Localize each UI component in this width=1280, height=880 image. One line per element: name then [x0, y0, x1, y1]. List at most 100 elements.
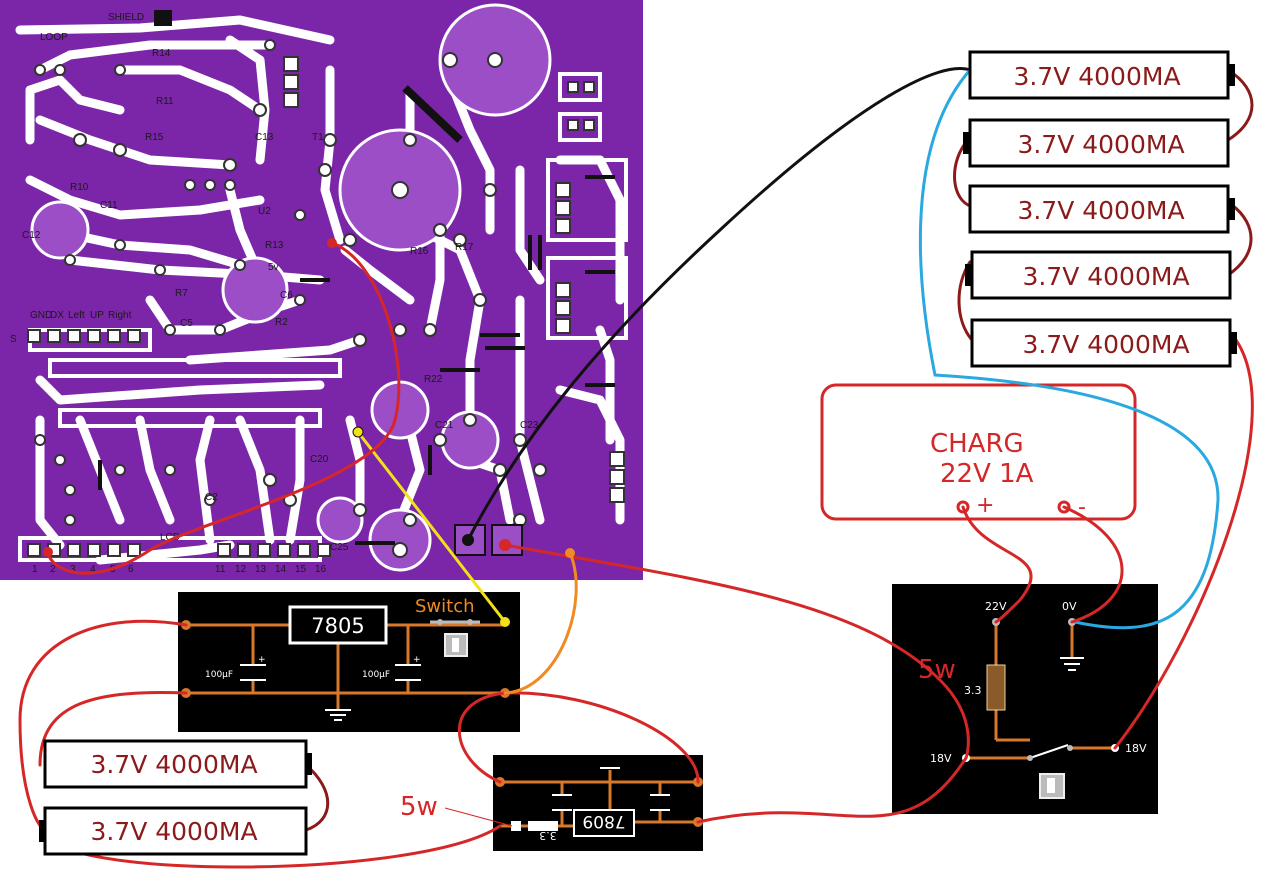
chip-7809	[573, 809, 635, 837]
svg-text:6: 6	[128, 564, 134, 575]
wire-7805-to-batt	[18, 619, 188, 832]
svg-text:U2: U2	[258, 206, 271, 217]
battery-6: 3.7V 4000MA	[43, 739, 312, 789]
charger-rating: 22V 1A	[940, 459, 1034, 489]
svg-text:R15: R15	[145, 132, 164, 143]
regulator-7805-board: 7805 100µF 100µF + + Switch	[178, 592, 520, 732]
svg-text:T1: T1	[312, 132, 324, 143]
chip-7805-label: 7805	[311, 614, 364, 638]
wire-orange	[503, 551, 578, 695]
pcb-pads	[34, 39, 547, 558]
svg-text:14: 14	[275, 564, 287, 575]
charger-plus: +	[976, 493, 994, 518]
cap-right-label: 100µF	[362, 670, 390, 680]
svg-text:+: +	[413, 655, 421, 665]
battery-2-label: 3.7V 4000MA	[1017, 130, 1184, 159]
svg-text:Left: Left	[68, 310, 85, 321]
wire-18v-to-7809	[696, 756, 968, 824]
power-7809-label: 5w	[400, 792, 438, 822]
battery-3-label: 3.7V 4000MA	[1017, 196, 1184, 225]
regulator-7809-board: 7809 3.3	[493, 755, 703, 851]
svg-text:C2: C2	[205, 492, 218, 503]
svg-text:C25: C25	[330, 542, 349, 553]
svg-text:GND: GND	[30, 310, 52, 321]
wire-7809-loop	[457, 691, 507, 784]
wire-black-to-pcb	[466, 67, 972, 542]
chip-7809-label: 7809	[582, 811, 625, 831]
pcb-board: SHIELD LOOP R14 R11 R15 R10 C11 C12 R7 C…	[0, 0, 643, 580]
svg-text:5v: 5v	[268, 262, 279, 273]
battery-7-label: 3.7V 4000MA	[90, 817, 257, 846]
svg-text:R10: R10	[70, 182, 89, 193]
svg-text:C5: C5	[180, 318, 193, 329]
svg-text:C21: C21	[435, 420, 454, 431]
svg-text:C23: C23	[520, 420, 539, 431]
chip-7805	[288, 605, 388, 645]
svg-text:Right: Right	[108, 310, 132, 321]
wire-charger-minus	[1062, 505, 1124, 624]
wire-battery-chain-3	[1226, 203, 1253, 277]
v0-label: 0V	[1062, 600, 1077, 613]
svg-text:LCD: LCD	[160, 532, 180, 543]
battery-1: 3.7V 4000MA	[968, 50, 1235, 100]
v18-right-label: 18V	[1125, 742, 1147, 755]
pcb-ic-rows	[27, 56, 625, 557]
resistor-7809-label: 3.3	[539, 829, 557, 842]
svg-text:3: 3	[70, 564, 76, 575]
svg-text:13: 13	[255, 564, 267, 575]
resistor-charge-label: 3.3	[964, 684, 982, 697]
wire-charger-plus	[961, 505, 1033, 624]
svg-text:2: 2	[50, 564, 56, 575]
svg-text:4: 4	[90, 564, 96, 575]
svg-text:LOOP: LOOP	[40, 32, 68, 43]
battery-3: 3.7V 4000MA	[968, 184, 1235, 234]
battery-5: 3.7V 4000MA	[970, 318, 1237, 368]
wire-pcb-to-18v	[503, 543, 970, 760]
svg-text:R13: R13	[265, 240, 284, 251]
svg-text:R22: R22	[424, 374, 443, 385]
battery-4: 3.7V 4000MA	[965, 250, 1232, 300]
svg-text:C13: C13	[255, 132, 274, 143]
svg-text:1: 1	[32, 564, 38, 575]
svg-text:R17: R17	[455, 242, 474, 253]
wire-batt-chain-left	[304, 763, 330, 832]
wire-pcb-5v	[46, 241, 401, 575]
charger-minus: -	[1078, 495, 1086, 520]
svg-text:15: 15	[295, 564, 307, 575]
battery-2: 3.7V 4000MA	[963, 118, 1230, 168]
pcb-jumpers	[98, 85, 615, 545]
resistor-7809	[528, 821, 558, 831]
wire-battery-chain-1	[1226, 68, 1254, 142]
svg-text:C11: C11	[100, 200, 118, 211]
wire-7805-to-batt-2	[38, 691, 188, 767]
svg-text:R11: R11	[156, 96, 174, 107]
wire-7805-ground	[503, 691, 700, 784]
svg-text:12: 12	[235, 564, 247, 575]
svg-text:R14: R14	[152, 48, 171, 59]
battery-4-label: 3.7V 4000MA	[1022, 262, 1189, 291]
shield-pad	[154, 10, 172, 26]
svg-text:UP: UP	[90, 310, 104, 321]
wire-yellow	[356, 430, 507, 624]
svg-text:R7: R7	[175, 288, 188, 299]
svg-text:C20: C20	[310, 454, 329, 465]
svg-text:11: 11	[215, 564, 226, 575]
v18-left-label: 18V	[930, 752, 952, 765]
battery-stack-right: 3.7V 4000MA 3.7V 4000MA 3.7V 4000MA 3.7V…	[963, 50, 1237, 368]
charge-switch-board: 3.3 5w 22V 0V 18V 18V	[892, 584, 1158, 814]
svg-text:SHIELD: SHIELD	[108, 12, 144, 23]
v22-label: 22V	[985, 600, 1007, 613]
switch-label: Switch	[415, 596, 475, 617]
battery-stack-left: 3.7V 4000MA 3.7V 4000MA	[39, 739, 312, 856]
resistor-charge	[986, 664, 1006, 711]
wire-blue-negative	[918, 68, 1220, 630]
battery-1-label: 3.7V 4000MA	[1013, 62, 1180, 91]
svg-text:C6: C6	[280, 290, 293, 301]
svg-text:DX: DX	[50, 310, 64, 321]
battery-6-label: 3.7V 4000MA	[90, 750, 257, 779]
svg-text:16: 16	[315, 564, 327, 575]
wires	[18, 67, 1254, 869]
power-charge-label: 5w	[918, 655, 956, 685]
charger-box: CHARG 22V 1A + -	[820, 383, 1137, 521]
svg-text:R2: R2	[275, 317, 288, 328]
